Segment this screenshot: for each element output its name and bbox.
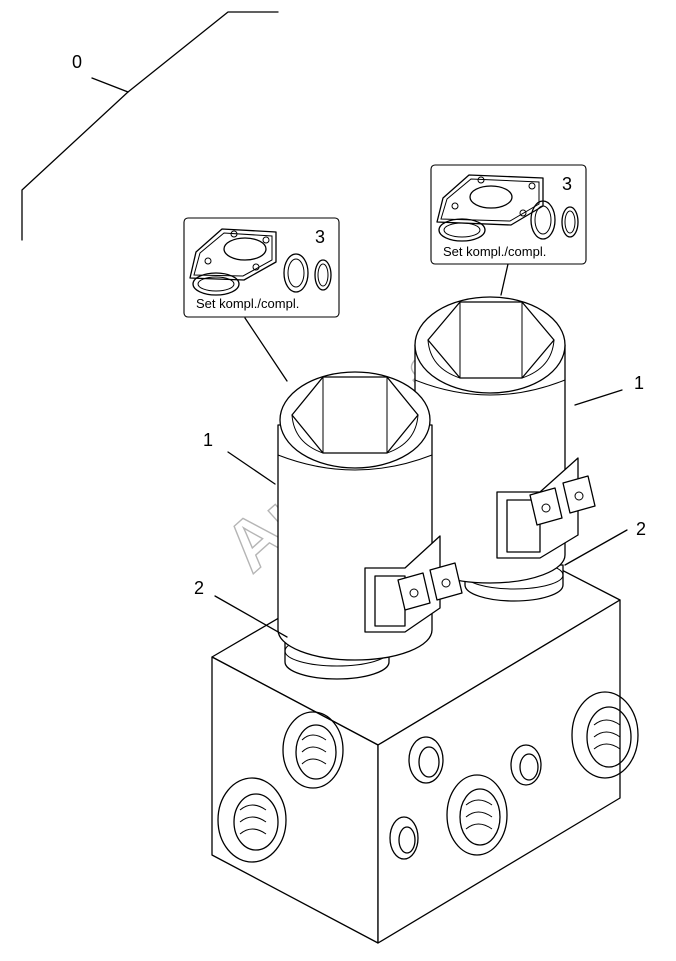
seal-kit-left: 3 Set kompl./compl.: [183, 217, 340, 318]
block-right-face: [377, 599, 621, 944]
tab-right-2: [562, 475, 596, 514]
callout-solenoid-right: 1: [634, 373, 644, 393]
solenoid-right: [414, 296, 596, 602]
callout-kit-left: 3: [315, 227, 325, 247]
o-ring-mid-left-icon: [283, 253, 309, 293]
o-ring-mid-right-icon: [530, 200, 556, 240]
assembly-leader: 0: [21, 11, 279, 241]
port-left-lower: [217, 777, 287, 863]
callout-kit-right: 3: [562, 174, 572, 194]
callout-assembly: 0: [72, 52, 82, 72]
port-right-mid-small: [510, 744, 542, 786]
port-left-upper: [282, 711, 344, 789]
flange-gasket-left-icon: [189, 228, 277, 281]
tab-left-2: [429, 562, 463, 601]
tab-right-1: [529, 487, 563, 526]
kit-left-label: Set kompl./compl.: [196, 296, 299, 311]
seal-kit-right: 3 Set kompl./compl.: [430, 164, 587, 265]
o-ring-large-right-icon: [438, 218, 486, 242]
callout-solenoid-left: 1: [203, 430, 213, 450]
o-ring-small-left-icon: [314, 259, 332, 291]
leader-lines: [214, 263, 628, 638]
port-right-large: [571, 691, 639, 779]
solenoid-left: [277, 371, 463, 680]
tab-left-1: [397, 572, 431, 611]
o-ring-small-right-icon: [561, 206, 579, 238]
callout-ring-left: 2: [194, 578, 204, 598]
port-right-low-small: [389, 816, 419, 860]
port-right-top-small: [408, 736, 444, 784]
kit-right-label: Set kompl./compl.: [443, 244, 546, 259]
port-right-center: [446, 774, 508, 856]
callout-ring-right: 2: [636, 519, 646, 539]
o-ring-large-left-icon: [192, 272, 240, 296]
